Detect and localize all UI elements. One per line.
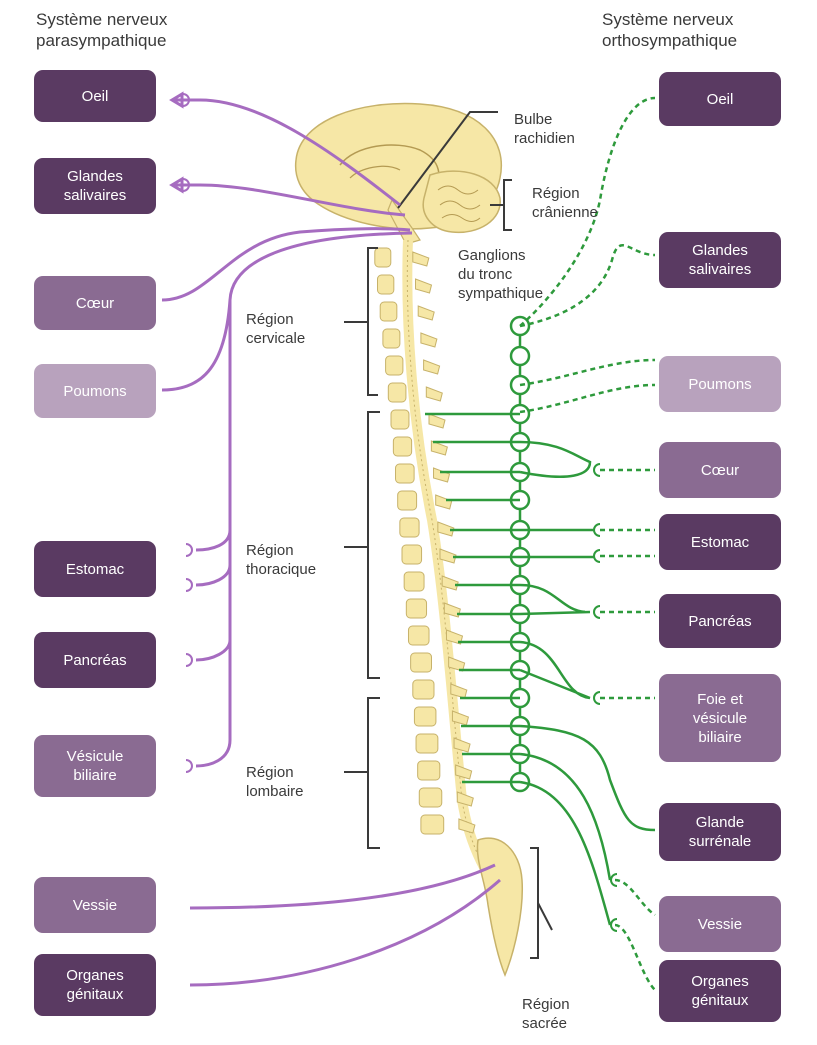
vertebra [421,815,444,834]
right-organ-glande-surrenale: Glande surrénale [659,803,781,861]
vertebra [411,653,432,672]
label-region-cervicale: Région cervicale [246,310,305,348]
vertebra-process [436,495,452,509]
label-region-lombaire: Région lombaire [246,763,304,801]
right-organ-oeil: Oeil [659,72,781,126]
vertebra [378,275,394,294]
vertebra-process [416,279,432,293]
vertebra [396,464,415,483]
parasympathetic-header: Système nerveux parasympathique [36,9,167,51]
vertebra-process [413,252,429,266]
vertebra-process [424,360,440,374]
vertebra [400,518,419,537]
vertebra [383,329,400,348]
right-organ-glandes-salivaires: Glandes salivaires [659,232,781,288]
right-organ-coeur: Cœur [659,442,781,498]
vertebra [386,356,403,375]
vertebra [380,302,397,321]
label-bulbe-rachidien: Bulbe rachidien [514,110,575,148]
vertebra [416,734,438,753]
left-organ-vessie: Vessie [34,877,156,933]
vertebra [391,410,409,429]
right-organ-poumons: Poumons [659,356,781,412]
vertebra-process [429,414,445,428]
vertebra [404,572,424,591]
vertebra [418,761,440,780]
vertebral-column [375,248,475,834]
left-organ-vesicule-biliaire: Vésicule biliaire [34,735,156,797]
left-organ-pancreas: Pancréas [34,632,156,688]
label-region-sacree: Région sacrée [522,995,570,1033]
left-organ-glandes-salivaires: Glandes salivaires [34,158,156,214]
vertebra [406,599,426,618]
vertebra [393,437,411,456]
vertebra-process [421,333,437,347]
vertebra-process [434,468,450,482]
vertebra [413,680,434,699]
sympathetic-chain [511,317,529,791]
vertebra [419,788,441,807]
left-organ-poumons: Poumons [34,364,156,418]
right-organ-organes-genitaux: Organes génitaux [659,960,781,1022]
right-organ-estomac: Estomac [659,514,781,570]
right-organ-vessie: Vessie [659,896,781,952]
left-organ-coeur: Cœur [34,276,156,330]
vertebra [402,545,422,564]
left-organ-organes-genitaux: Organes génitaux [34,954,156,1016]
vertebra [388,383,406,402]
label-ganglions: Ganglions du tronc sympathique [458,246,543,303]
parasympathetic-synapses [183,94,192,772]
vertebra [408,626,429,645]
right-organ-foie-vesicule: Foie et vésicule biliaire [659,674,781,762]
vertebra-process [418,306,434,320]
right-organ-pancreas: Pancréas [659,594,781,648]
left-organ-oeil: Oeil [34,70,156,122]
vertebra-process [426,387,442,401]
vertebra [375,248,391,267]
label-region-thoracique: Région thoracique [246,541,316,579]
left-organ-estomac: Estomac [34,541,156,597]
orthosympathetic-header: Système nerveux orthosympathique [602,9,737,51]
vertebra [398,491,417,510]
vertebra [414,707,436,726]
label-region-cranienne: Région crânienne [532,184,598,222]
brain [296,103,502,244]
sympathetic-ganglion [511,347,529,365]
sacrum [477,838,522,975]
